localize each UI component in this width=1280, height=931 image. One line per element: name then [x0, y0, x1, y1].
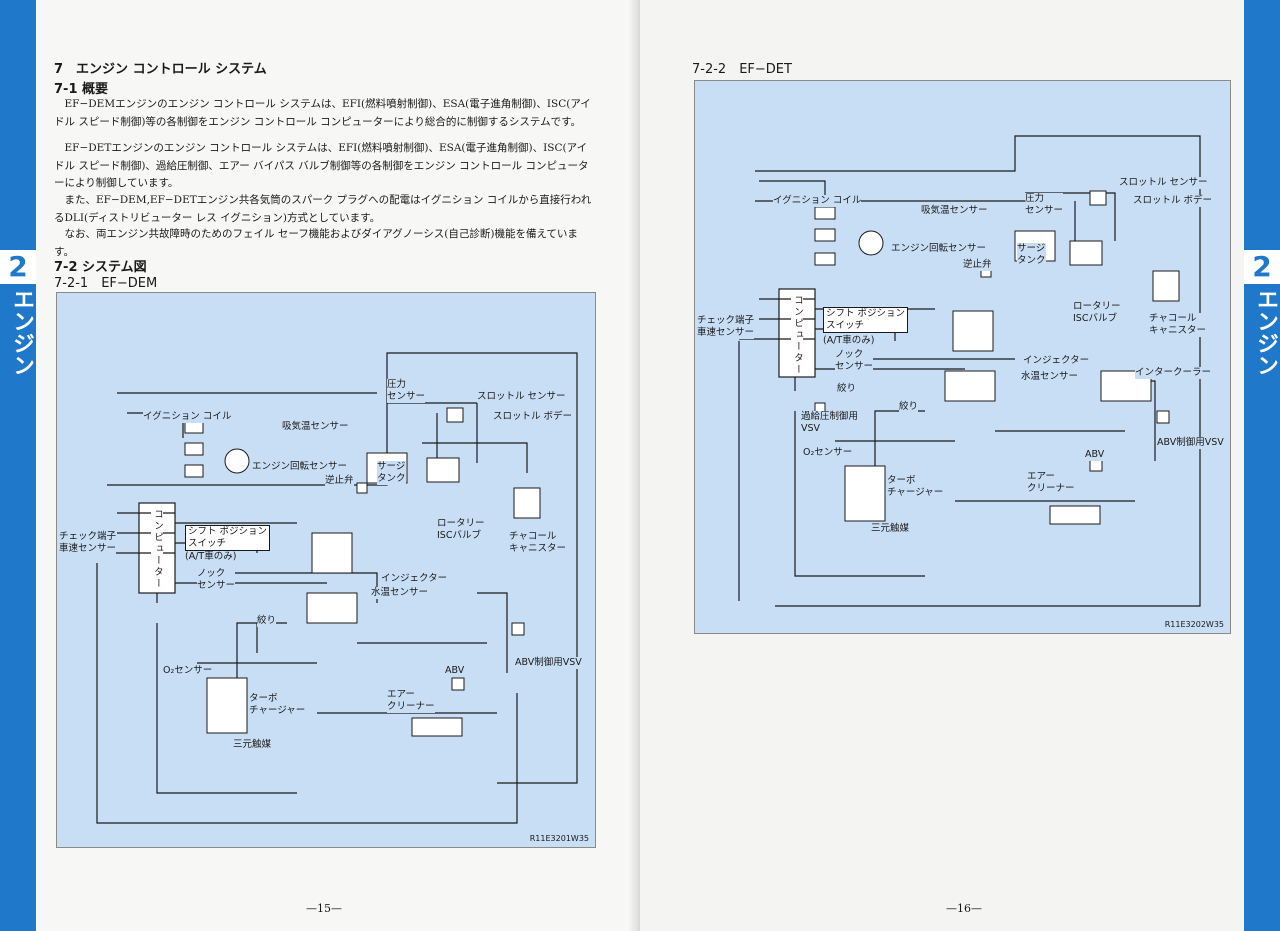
label-boost-control-vsv: 過給圧制御用 VSV: [801, 411, 859, 435]
label-throttle-body: スロットル ボデー: [1133, 195, 1213, 207]
label-abv-vsv: ABV制御用VSV: [1157, 437, 1224, 449]
subsection-system-diagram: 7-2 システム図: [54, 260, 147, 275]
section-label: エンジン: [9, 288, 34, 376]
page-number: —15—: [306, 902, 342, 915]
label-air-cleaner: エアー クリーナー: [1027, 471, 1075, 495]
label-ignition-coil: イグニション コイル: [143, 411, 232, 423]
ef-dem-system-diagram: スロットル センサー 圧力 センサー スロットル ボデー イグニション コイル …: [56, 292, 596, 848]
label-water-temp-sensor: 水温センサー: [371, 587, 429, 599]
label-check-valve: 逆止弁: [963, 259, 992, 271]
label-turbocharger: ターボ チャージャー: [249, 693, 306, 717]
label-rotary-isc-valve: ロータリー ISCバルブ: [437, 518, 485, 542]
label-at-only: (A/T車のみ): [185, 551, 237, 563]
paragraph-4: なお、両エンジン共故障時のためのフェイル セーフ機能およびダイアグノーシス(自己…: [54, 228, 578, 258]
label-injector: インジェクター: [381, 573, 448, 585]
label-vehicle-speed-sensor: 車速センサー: [59, 543, 117, 555]
label-computer: コンピューター: [791, 295, 803, 376]
label-restrictor: 絞り: [837, 383, 857, 395]
label-charcoal-canister: チャコール キャニスター: [509, 531, 567, 555]
label-pressure-sensor: 圧力 センサー: [387, 379, 426, 403]
label-restrictor-2: 絞り: [899, 401, 919, 413]
label-intercooler: インタークーラー: [1135, 367, 1212, 379]
label-intake-temp-sensor: 吸気温センサー: [921, 205, 988, 217]
subsection-ef-dem: 7-2-1 EF−DEM: [54, 276, 158, 291]
label-knock-sensor: ノック センサー: [835, 349, 874, 373]
label-check-terminal: チェック端子: [697, 315, 755, 327]
right-page: 7-2-2 EF−DET: [640, 0, 1280, 931]
label-check-valve: 逆止弁: [325, 475, 354, 487]
paragraph-3: また、EF−DEM,EF−DETエンジン共各気筒のスパーク プラグへの配電はイグ…: [54, 194, 592, 224]
section-label: エンジン: [1253, 288, 1278, 376]
label-vehicle-speed-sensor: 車速センサー: [697, 327, 755, 339]
subsection-ef-det: 7-2-2 EF−DET: [692, 62, 792, 77]
label-air-cleaner: エアー クリーナー: [387, 689, 435, 713]
label-shift-position-switch: シフト ポジション スイッチ: [823, 307, 909, 333]
label-check-terminal: チェック端子: [59, 531, 117, 543]
label-knock-sensor: ノック センサー: [197, 568, 236, 592]
label-ignition-coil: イグニション コイル: [773, 195, 862, 207]
diagram-code: R11E3201W35: [529, 834, 589, 843]
label-abv: ABV: [1085, 449, 1105, 461]
label-restrictor: 絞り: [257, 615, 277, 627]
label-o2-sensor: O₂センサー: [163, 665, 213, 677]
label-catalyst: 三元触媒: [233, 739, 272, 751]
label-engine-speed-sensor: エンジン回転センサー: [252, 461, 348, 473]
label-charcoal-canister: チャコール キャニスター: [1149, 313, 1207, 337]
label-o2-sensor: O₂センサー: [803, 447, 853, 459]
label-engine-speed-sensor: エンジン回転センサー: [891, 243, 987, 255]
paragraph-2: EF−DETエンジンのエンジン コントロール システムは、EFI(燃料噴射制御)…: [54, 142, 589, 189]
diagram-code: R11E3202W35: [1164, 620, 1224, 629]
label-pressure-sensor: 圧力 センサー: [1025, 193, 1064, 217]
section-heading: 7 エンジン コントロール システム: [54, 62, 267, 77]
label-intake-temp-sensor: 吸気温センサー: [282, 421, 349, 433]
ef-dem-wiring-lines: [96, 352, 578, 824]
label-computer: コンピューター: [151, 509, 163, 590]
page-number: —16—: [946, 902, 982, 915]
label-surge-tank: サージ タンク: [1017, 243, 1046, 267]
label-throttle-sensor: スロットル センサー: [1119, 177, 1208, 189]
label-throttle-body: スロットル ボデー: [493, 411, 573, 423]
label-surge-tank: サージ タンク: [377, 461, 406, 485]
label-rotary-isc-valve: ロータリー ISCバルブ: [1073, 301, 1121, 325]
section-tab-right: 2 エンジン: [1244, 0, 1280, 931]
label-turbocharger: ターボ チャージャー: [887, 475, 944, 499]
section-number: 2: [0, 250, 36, 284]
label-at-only: (A/T車のみ): [823, 335, 875, 347]
section-tab-left: 2 エンジン: [0, 0, 36, 931]
subsection-overview: 7-1 概要: [54, 82, 109, 97]
label-injector: インジェクター: [1023, 355, 1090, 367]
left-page: 2 エンジン 7 エンジン コントロール システム 7-1 概要 EF−DEMエ…: [0, 0, 640, 931]
label-abv-vsv: ABV制御用VSV: [515, 657, 582, 669]
paragraph-1: EF−DEMエンジンのエンジン コントロール システムは、EFI(燃料噴射制御)…: [54, 98, 591, 128]
ef-det-system-diagram: スロットル センサー 圧力 センサー スロットル ボデー イグニション コイル …: [694, 80, 1231, 634]
label-shift-position-switch: シフト ポジション スイッチ: [185, 525, 271, 551]
section-number: 2: [1244, 250, 1280, 284]
ef-det-wiring-lines: [738, 135, 1201, 607]
label-catalyst: 三元触媒: [871, 523, 910, 535]
label-water-temp-sensor: 水温センサー: [1021, 371, 1079, 383]
label-abv: ABV: [445, 665, 465, 677]
label-throttle-sensor: スロットル センサー: [477, 391, 566, 403]
